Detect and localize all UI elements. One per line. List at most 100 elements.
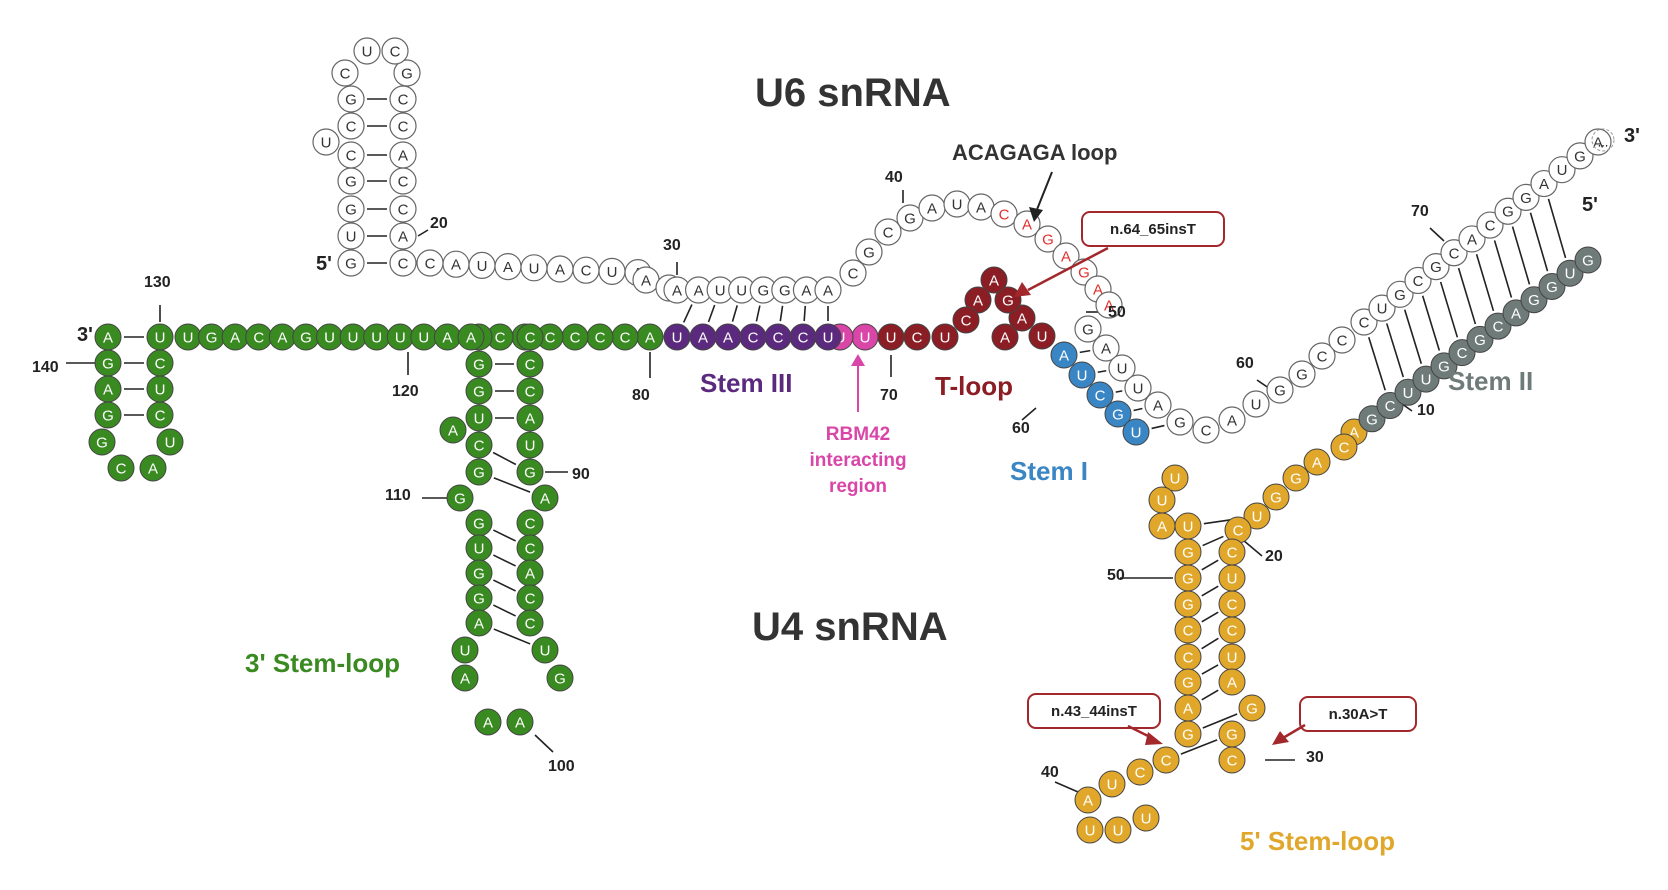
u4-five-left-nt-7-letter: G: [1182, 597, 1194, 614]
u6-stem2-nt-10-letter: G: [1520, 190, 1532, 207]
u4-five-left-nt-4-letter: U: [1183, 519, 1194, 536]
u4-hook-bottom-nt-2-letter: A: [148, 461, 158, 478]
u4-right-leg-nt-6: G: [516, 458, 544, 486]
u4-hook-left-nt-4-letter: G: [102, 408, 114, 425]
stem2-bp-8: [1493, 240, 1513, 298]
u4-tloop-nt-7-letter: U: [940, 330, 951, 347]
u4-stem1-nt-3-circle: [1086, 381, 1114, 409]
u4-five-right-nt-13-letter: G: [1246, 701, 1258, 718]
u4-left-leg-nt-8: G: [446, 484, 474, 512]
u6-hairpin-left-nt-5-letter: C: [346, 148, 357, 165]
u6-hairpin-right-nt-6-letter: C: [398, 119, 409, 136]
u4-hook-right-nt-4: C: [146, 401, 174, 429]
u4-five-right-nt-1-circle: [1330, 433, 1358, 461]
u6-stem3-nt-3-letter: U: [715, 283, 726, 300]
u4-tloop-nt-2: A: [1008, 304, 1036, 332]
u6-stem2-nt-7-letter: A: [1467, 231, 1477, 248]
u6-stem2-nt-2-letter: U: [1377, 301, 1388, 318]
u6-hairpin-right-nt-4: C: [389, 167, 417, 195]
u4-left-leg-nt-3: G: [465, 377, 493, 405]
u4-right-leg-nt-1-circle: [516, 323, 544, 351]
u4-right-leg-nt-9: C: [516, 534, 544, 562]
acagaga-arrow-line: [1035, 171, 1053, 213]
u6-stem2-nt-5-circle: [1422, 253, 1450, 281]
u6-hairpin-left-nt-8-circle: [337, 85, 365, 113]
u4-hook-right-nt-5-letter: U: [165, 435, 176, 452]
stem3-bp-3: [779, 305, 784, 322]
u6-stem2-nt-2: U: [1368, 294, 1396, 322]
u6-stem2-nt-14-letter: A: [1593, 135, 1603, 152]
u4-tloop-nt-7: U: [931, 323, 959, 351]
u4-five-left-nt-3: A: [1148, 512, 1176, 540]
u4-five-left-nt-8: C: [1174, 616, 1202, 644]
u6-hairpin-left-nt-4: G: [337, 167, 365, 195]
u6-stem2-nt-4: C: [1404, 266, 1432, 295]
u4-stem2-nt-10-letter: A: [1511, 305, 1521, 322]
u6-arch-nt-13-letter: A: [1093, 282, 1103, 299]
u4-five-left-nt-10-letter: G: [1182, 675, 1194, 692]
u4-five-right-nt-5: U: [1243, 502, 1271, 530]
rbm42-label-line3: region: [829, 476, 887, 497]
mutation-arrowhead-30: [1272, 731, 1289, 745]
u6-down-nt-9: U: [1242, 390, 1270, 418]
u6-hairpin-left-nt-5: C: [337, 141, 365, 169]
u6-linker-nt-8-letter: U: [607, 264, 618, 281]
u4-five-right-nt-8-letter: U: [1227, 571, 1238, 588]
stem2-bp-4: [1421, 295, 1441, 351]
u6-down-nt-4-circle: [1124, 374, 1152, 402]
stem-loop3-bp-9: [493, 579, 516, 592]
stem-loop3-bp-11: [493, 628, 531, 645]
u6-down-nt-4: U: [1124, 374, 1152, 402]
u4-tloop-nt-5: A: [964, 286, 992, 314]
u6-hairpin-right-nt-6-circle: [389, 112, 417, 140]
u6-down-nt-2-letter: A: [1101, 341, 1111, 358]
u4-long-strand-nt-8: U: [339, 323, 367, 351]
stem-i-label: Stem I: [1010, 456, 1088, 486]
u4-hook-right-nt-3: U: [146, 375, 174, 403]
u4-right-leg-nt-5-circle: [516, 431, 544, 459]
u4-five-right-nt-1: C: [1330, 433, 1358, 461]
u4-num-60: 60: [1012, 420, 1030, 437]
u6-hairpin-left-nt-8: G: [337, 85, 365, 113]
t-loop-label: T-loop: [935, 371, 1013, 401]
u4-left-leg-nt-8-circle: [446, 484, 474, 512]
u6-arch-nt-1-letter: C: [848, 266, 859, 283]
u4-green-lead-nt-7-letter: C: [495, 330, 506, 347]
u6-down-nt-1-letter: G: [1082, 322, 1094, 339]
stem-loop5-bp-3: [1201, 559, 1219, 571]
stem-loop3-bp-8: [493, 554, 516, 567]
u6-stem2-nt-6-letter: C: [1449, 245, 1460, 262]
u4-hook-left-nt-1-letter: A: [103, 330, 113, 347]
tick-u4-60-line: [1021, 407, 1037, 421]
u4-stem3-nt-7-circle: [663, 323, 691, 351]
u6-stem2-nt-3-circle: [1386, 280, 1414, 308]
u4-long-strand-nt-3: A: [221, 323, 249, 351]
u4-left-leg-nt-7: G: [465, 458, 493, 486]
u6-linker-nt-7-letter: C: [581, 263, 592, 280]
u4-right-leg-nt-14-circle: [546, 664, 574, 692]
u6-arch-nt-14-letter: A: [1104, 298, 1114, 315]
u6-hairpin-left-nt-6: U: [312, 128, 340, 156]
stem-loop3-bp-6: [493, 477, 531, 493]
u4-long-strand-nt-1-letter: U: [183, 330, 194, 347]
u4-hook-bottom-nt-1-letter: C: [116, 461, 127, 478]
u4-hook-left-nt-2: G: [94, 349, 122, 377]
u4-five-left-nt-10: G: [1174, 668, 1202, 696]
u6-hairpin-right-nt-3-letter: C: [398, 202, 409, 219]
u6-down-nt-7-circle: [1192, 416, 1220, 444]
mutation-arrow-64-65: [1027, 246, 1109, 292]
stem-loop5-bp-9: [1202, 713, 1238, 729]
u4-hook-bottom-nt-1: C: [107, 454, 135, 482]
u6-hairpin-left-nt-7: C: [337, 112, 365, 140]
u4-stem1-nt-5: U: [1122, 418, 1150, 446]
rbm42-arrow-head: [851, 354, 865, 366]
u4-num-20: 20: [1265, 548, 1283, 565]
u6-num-20: 20: [430, 215, 448, 232]
three-prime-stem-loop-label: 3' Stem-loop: [245, 648, 400, 678]
u4-tloop-nt-2-letter: A: [1017, 311, 1027, 328]
u6-stem2-nt-8: C: [1476, 211, 1504, 239]
u6-down-nt-11: G: [1288, 360, 1316, 388]
continuation-circle: [1591, 128, 1615, 152]
u4-five-loop-nt-1: U: [1098, 770, 1126, 798]
u6-arch-nt-9-letter: A: [1022, 217, 1032, 234]
